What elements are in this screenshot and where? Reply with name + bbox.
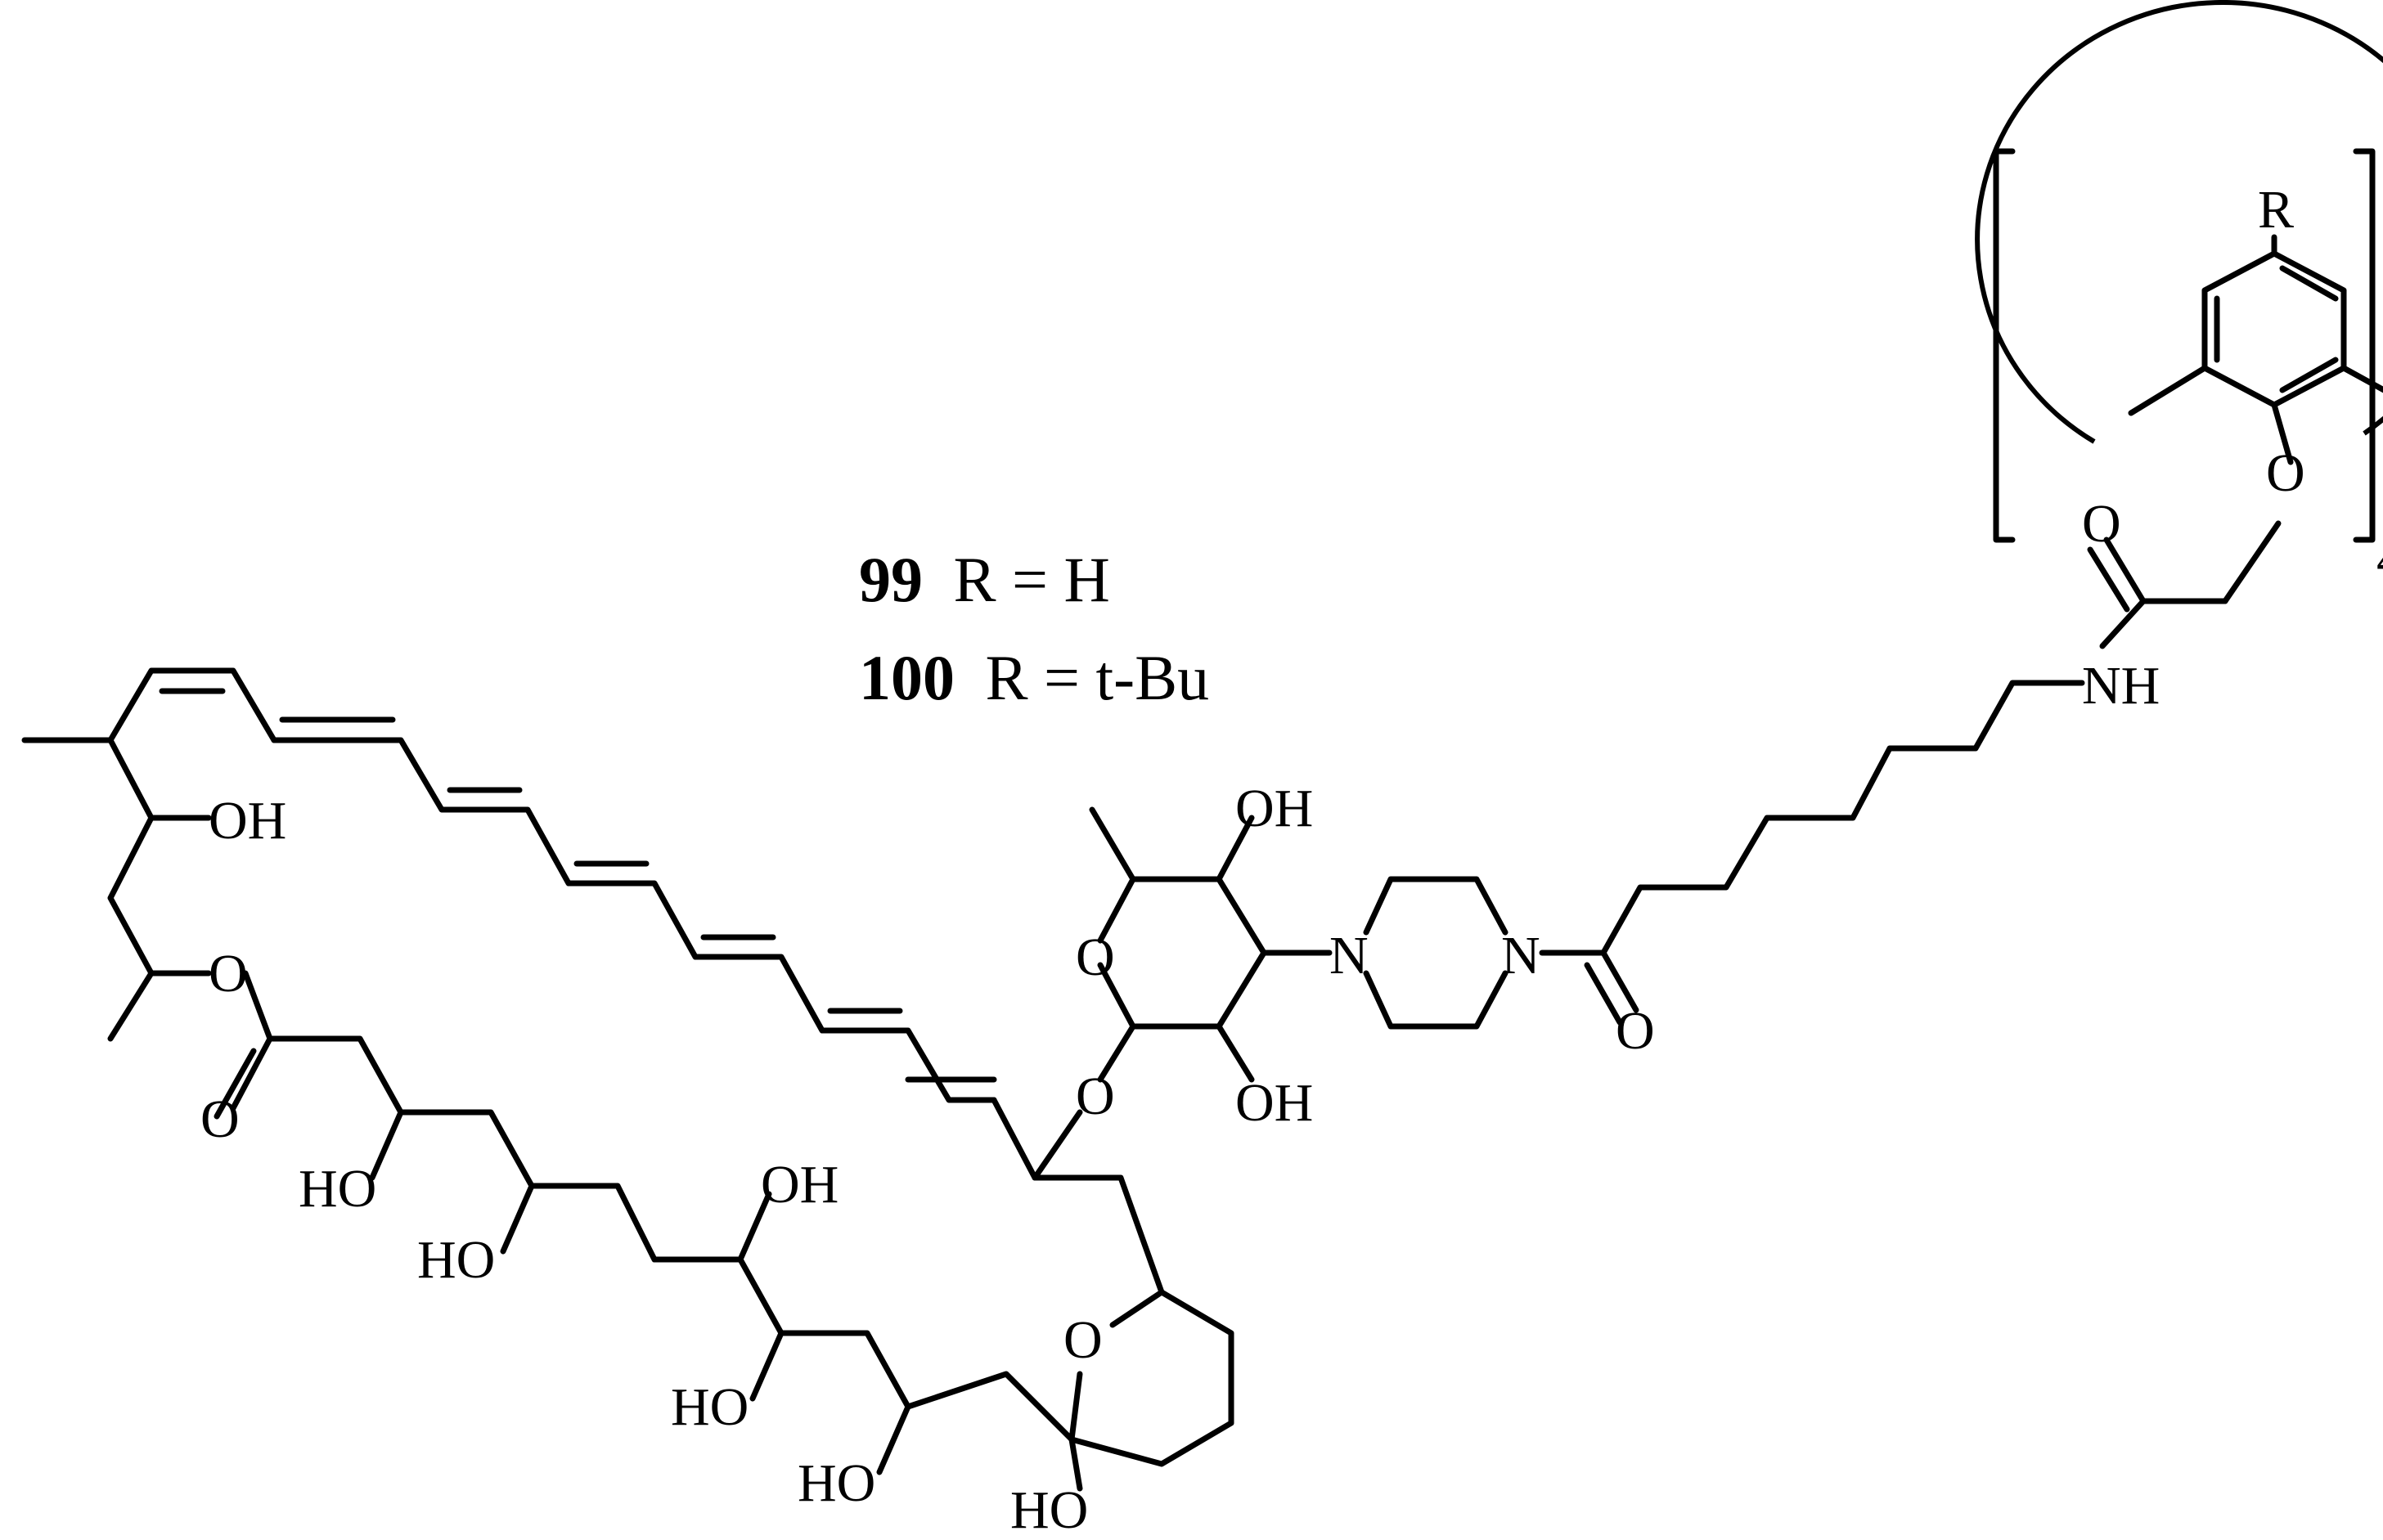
label-ho-4: HO: [671, 1377, 749, 1437]
label-nh: NH: [2082, 656, 2160, 716]
bond-to-phenol-o: [2222, 520, 2282, 604]
bond-phenol-o: [2271, 402, 2294, 465]
bond-chain-left: [107, 737, 155, 1042]
label-amide-o: O: [1616, 1001, 1655, 1061]
macrolide-skeleton: [21, 667, 1234, 1492]
label-ho-2: HO: [417, 1230, 495, 1290]
macrocycle-ring: [1975, 0, 2383, 444]
bond-ho-1: [369, 1109, 404, 1181]
label-repeat-subscript: 4: [2376, 529, 2383, 589]
caption-compound-99: 99 R = H: [859, 544, 1110, 615]
bond-glycosidic: [1032, 1109, 1083, 1181]
bond-hexanoyl-chain: [1539, 680, 2085, 956]
label-sugar-oh-bottom: OH: [1235, 1073, 1313, 1133]
bond-methylene-right: [2340, 365, 2383, 393]
label-glycosidic-o: O: [1076, 1066, 1115, 1126]
bond-to-tetrahydropyran: [991, 1097, 1165, 1295]
bond-ring-o-left: [1068, 1371, 1083, 1443]
atom-labels: OH O O HO HO OH HO HO HO O O O OH OH N N…: [200, 180, 2383, 1540]
piperazine-linker: [1363, 680, 2085, 1030]
bond-methylene-left: [2128, 365, 2208, 416]
bond-ho-4: [749, 1330, 785, 1402]
bond-piperazine-top: [1363, 876, 1508, 936]
bond-cis-diene: [107, 667, 277, 743]
bond-benzene-double-3: [2279, 357, 2339, 393]
bond-glycolamide-co-double: [2087, 546, 2130, 613]
label-oh-top-left: OH: [209, 791, 286, 851]
label-phenol-o: O: [2266, 443, 2305, 503]
caption-100-text: R = t-Bu: [986, 642, 1210, 713]
bond-ho-2: [500, 1183, 535, 1255]
bond-amide-co: [1600, 950, 1639, 1013]
label-piperazine-n-right: N: [1501, 926, 1540, 986]
bond-ho-6: [1068, 1436, 1083, 1492]
compound-captions: 99 R = H 100 R = t-Bu: [859, 544, 1209, 713]
bond-glycolamide-co: [2103, 537, 2147, 604]
caption-compound-100: 100 R = t-Bu: [859, 642, 1209, 713]
bond-piperazine-bottom: [1363, 970, 1508, 1030]
bond-oh-3: [737, 1191, 772, 1263]
bond-sugar-oh-top: [1216, 815, 1255, 882]
bond-ester-co-double: [214, 1048, 257, 1120]
bond-amide-co-double: [1584, 962, 1623, 1026]
caption-99-number: 99: [859, 544, 923, 615]
label-ester-o: O: [209, 944, 248, 1003]
bracket-left: [1993, 148, 2016, 543]
bond-sugar-ring: [1097, 876, 1267, 1030]
bracket-right: [2353, 148, 2376, 543]
calixarene-unit: [1975, 0, 2383, 649]
bond-ester-co: [230, 1035, 273, 1111]
bond-nh-glycolamide: [2099, 598, 2228, 649]
bond-ho-5: [876, 1403, 911, 1475]
label-linker-amide-o: O: [2082, 494, 2121, 554]
bond-polyene-chain: [271, 737, 997, 1103]
bond-sugar-methyl: [1089, 806, 1136, 944]
bond-benzene-double-2: [2279, 265, 2339, 302]
label-oh-3: OH: [761, 1155, 839, 1214]
caption-99-text: R = H: [954, 544, 1110, 615]
label-ho-6: HO: [1010, 1480, 1088, 1540]
bond-polyol-chain: [242, 970, 1075, 1443]
label-ring-o-bottom: O: [1063, 1310, 1103, 1370]
label-ho-1: HO: [299, 1159, 376, 1219]
label-sugar-oh-top: OH: [1235, 779, 1313, 838]
label-ho-5: HO: [798, 1453, 875, 1513]
bond-benzene-ring: [2201, 250, 2347, 408]
bond-sugar-oh-bottom: [1216, 1023, 1255, 1083]
label-r-group: R: [2258, 180, 2294, 240]
label-sugar-ring-o: O: [1076, 927, 1115, 987]
label-piperazine-n-left: N: [1329, 926, 1369, 986]
label-ester-carbonyl-o: O: [200, 1089, 240, 1149]
bond-tetrahydropyran: [1068, 1289, 1234, 1467]
caption-100-number: 100: [859, 642, 955, 713]
bond-sugar-glycosidic: [1097, 1023, 1136, 1083]
mycosamine-ring: [1089, 806, 1333, 1083]
